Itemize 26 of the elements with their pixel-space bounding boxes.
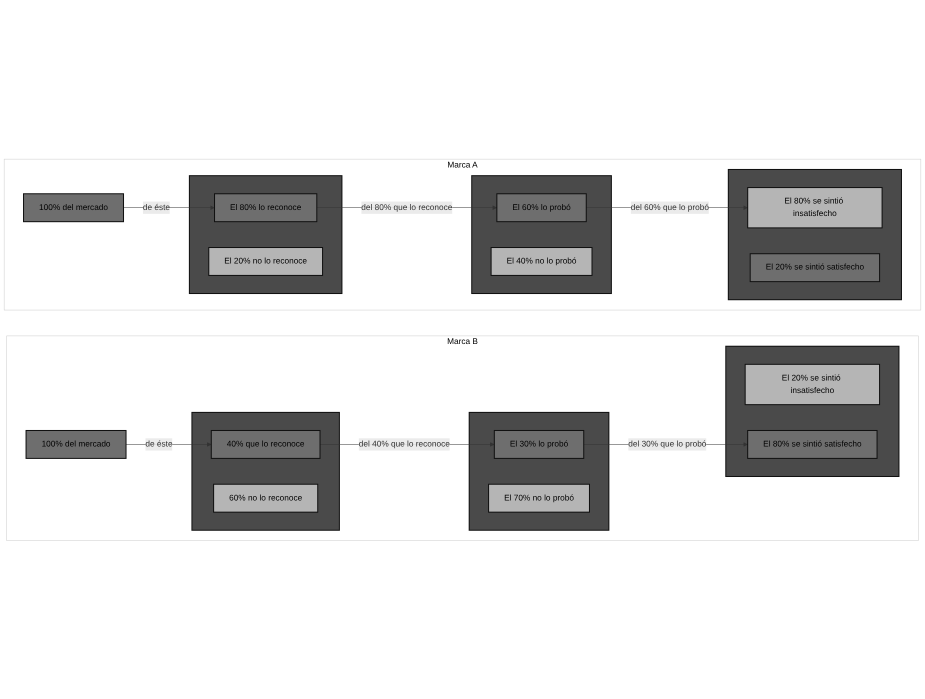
edge-label: del 60% que lo probó <box>630 202 709 212</box>
node-box: El 80% se sintió satisfecho <box>747 430 878 459</box>
cluster <box>728 168 902 300</box>
node-box: 40% que lo reconoce <box>210 430 321 459</box>
node-box: 100% del mercado <box>26 430 127 459</box>
node-box: El 40% no lo probó <box>490 246 593 276</box>
cluster <box>188 174 342 294</box>
cluster <box>191 412 340 530</box>
node-box: El 60% lo probó <box>496 192 587 222</box>
node-box: El 80% se sintió insatisfecho <box>747 186 883 228</box>
node-box: 60% no lo reconoce <box>213 483 318 512</box>
cluster <box>468 412 610 530</box>
node-box: El 80% lo reconoce <box>214 192 318 222</box>
node-box: El 30% lo probó <box>494 430 584 459</box>
edge-label: de éste <box>142 202 170 212</box>
node-box: El 20% no lo reconoce <box>208 246 324 276</box>
cluster <box>471 174 612 294</box>
node-box: 100% del mercado <box>23 192 124 222</box>
edge-label: del 30% que lo probó <box>628 439 706 448</box>
edge-label: del 80% que lo reconoce <box>361 202 452 212</box>
cluster <box>725 345 900 477</box>
edge-label: de éste <box>145 439 173 448</box>
node-box: El 70% no lo probó <box>488 483 590 512</box>
node-box: El 20% se sintió satisfecho <box>750 252 880 282</box>
node-box: El 20% se sintió insatisfecho <box>744 363 880 405</box>
edge-label: del 40% que lo reconoce <box>358 439 450 448</box>
